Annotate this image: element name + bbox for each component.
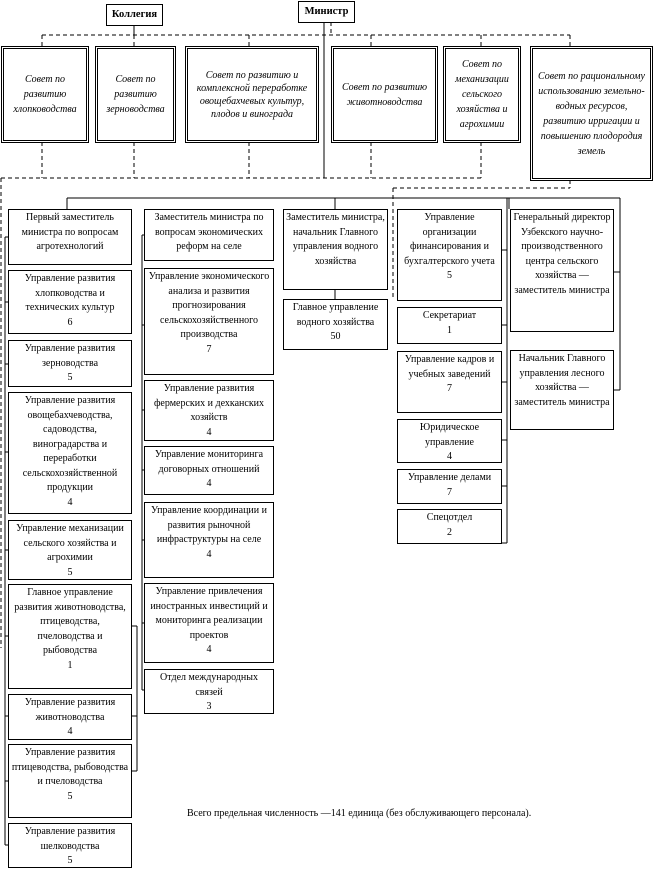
unit-name: Заместитель министра, начальник Главного… [286,212,385,267]
unit-box: Управление привлечения иностранных инвес… [144,583,274,663]
unit-box: Юридическое управление 4 [397,419,502,463]
unit-box: Управление развития птицеводства, рыбово… [8,744,132,818]
unit-box: Управление делами 7 [397,469,502,504]
council-box: Совет по рациональному использованию зем… [530,46,653,181]
unit-name: Управление координации и развития рыночн… [150,505,267,545]
unit-staff-count: 1 [67,659,73,671]
council-box: Совет по развитию и комплексной перерабо… [185,46,319,143]
council-label: Совет по рациональному использованию зем… [538,70,645,157]
unit-staff-count: 4 [447,451,452,462]
unit-box: Главное управление водного хозяйства 50 [283,299,388,350]
unit-staff-count: 7 [206,343,212,355]
unit-name: Главное управление водного хозяйства [292,302,379,328]
unit-staff-count: 7 [447,486,452,498]
unit-staff-count: 4 [67,496,73,508]
council-box: Совет по развитию хлопководства [1,46,89,143]
unit-box: Управление развития животноводства 4 [8,694,132,740]
unit-staff-count: 4 [67,726,73,737]
unit-name: Спецотдел [426,512,473,523]
unit-staff-count: 5 [67,566,73,578]
collegium-label: Коллегия [111,8,158,20]
unit-name: Первый заместитель министра по вопросам … [21,212,119,252]
council-box: Совет по механизации сельского хозяйства… [443,46,521,143]
unit-name: Управление делами [407,472,492,483]
unit-staff-count: 5 [67,855,73,866]
unit-name: Управление развития шелководства [24,826,116,852]
unit-name: Управление мониторинга договорных отноше… [154,449,264,475]
unit-box: Управление организации финансирования и … [397,209,502,301]
unit-name: Управление механизации сельского хозяйст… [16,523,124,563]
unit-staff-count: 4 [206,426,212,438]
council-box: Совет по развитию зерноводства [95,46,176,143]
council-label: Совет по развитию зерноводства [106,74,165,115]
unit-box: Управление координации и развития рыночн… [144,502,274,578]
unit-box: Заместитель министра по вопросам экономи… [144,209,274,261]
unit-name: Управление развития птицеводства, рыбово… [11,747,129,787]
unit-staff-count: 5 [67,790,73,802]
unit-box: Управление мониторинга договорных отноше… [144,446,274,495]
unit-box: Управление развития хлопководства и техн… [8,270,132,334]
council-box: Совет по развитию животноводства [331,46,438,143]
unit-staff-count: 3 [206,701,212,712]
unit-name: Секретариат [422,310,477,321]
unit-name: Управление развития зерноводства [24,343,116,369]
unit-name: Управление привлечения иностранных инвес… [150,586,268,641]
unit-box: Секретариат 1 [397,307,502,344]
unit-box: Отдел международных связей 3 [144,669,274,714]
unit-name: Управление развития фермерских и дехканс… [153,383,265,423]
unit-name: Отдел международных связей [160,672,258,698]
unit-name: Юридическое управление [419,422,480,448]
unit-staff-count: 4 [206,644,212,655]
minister-label: Министр [304,5,349,17]
unit-box: Заместитель министра, начальник Главного… [283,209,388,290]
council-label: Совет по развитию хлопководства [13,74,77,115]
unit-box: Управление развития овощебахчеводства, с… [8,392,132,514]
unit-box: Управление развития фермерских и дехканс… [144,380,274,441]
unit-box: Управление развития зерноводства 5 [8,340,132,387]
unit-name: Управление развития хлопководства и техн… [24,273,116,313]
unit-staff-count: 4 [206,478,212,489]
unit-staff-count: 6 [67,316,73,328]
unit-box: Спецотдел 2 [397,509,502,544]
unit-name: Управление экономического анализа и разв… [148,271,270,340]
unit-box: Начальник Главного управления лесного хо… [510,350,614,430]
unit-box: Главное управление развития животноводст… [8,584,132,689]
unit-name: Управление развития овощебахчеводства, с… [22,395,118,493]
unit-box: Управление механизации сельского хозяйст… [8,520,132,580]
unit-name: Заместитель министра по вопросам экономи… [154,212,264,252]
council-label: Совет по развитию и комплексной перерабо… [196,69,308,120]
unit-box: Первый заместитель министра по вопросам … [8,209,132,265]
unit-staff-count: 50 [330,331,341,342]
unit-box: Управление кадров и учебных заведений 7 [397,351,502,413]
unit-name: Главное управление развития животноводст… [14,587,126,656]
unit-name: Генеральный директор Узбекского научно-п… [513,212,611,296]
council-label: Совет по развитию животноводства [341,81,428,108]
unit-staff-count: 5 [447,270,452,281]
unit-staff-count: 7 [447,383,452,394]
unit-name: Управление развития животноводства [24,697,116,723]
collegium-box: Коллегия [106,4,163,26]
unit-staff-count: 4 [206,548,212,560]
unit-box: Управление экономического анализа и разв… [144,268,274,375]
footnote: Всего предельная численность —141 единиц… [187,808,532,819]
council-label: Совет по механизации сельского хозяйства… [455,59,509,130]
unit-staff-count: 5 [67,372,73,383]
unit-staff-count: 2 [447,526,452,538]
unit-name: Управление организации финансирования и … [404,212,495,267]
unit-box: Управление развития шелководства 5 [8,823,132,868]
unit-name: Управление кадров и учебных заведений [404,354,495,380]
unit-box: Генеральный директор Узбекского научно-п… [510,209,614,332]
unit-name: Начальник Главного управления лесного хо… [514,353,610,408]
unit-staff-count: 1 [447,324,452,336]
minister-box: Министр [298,1,355,23]
